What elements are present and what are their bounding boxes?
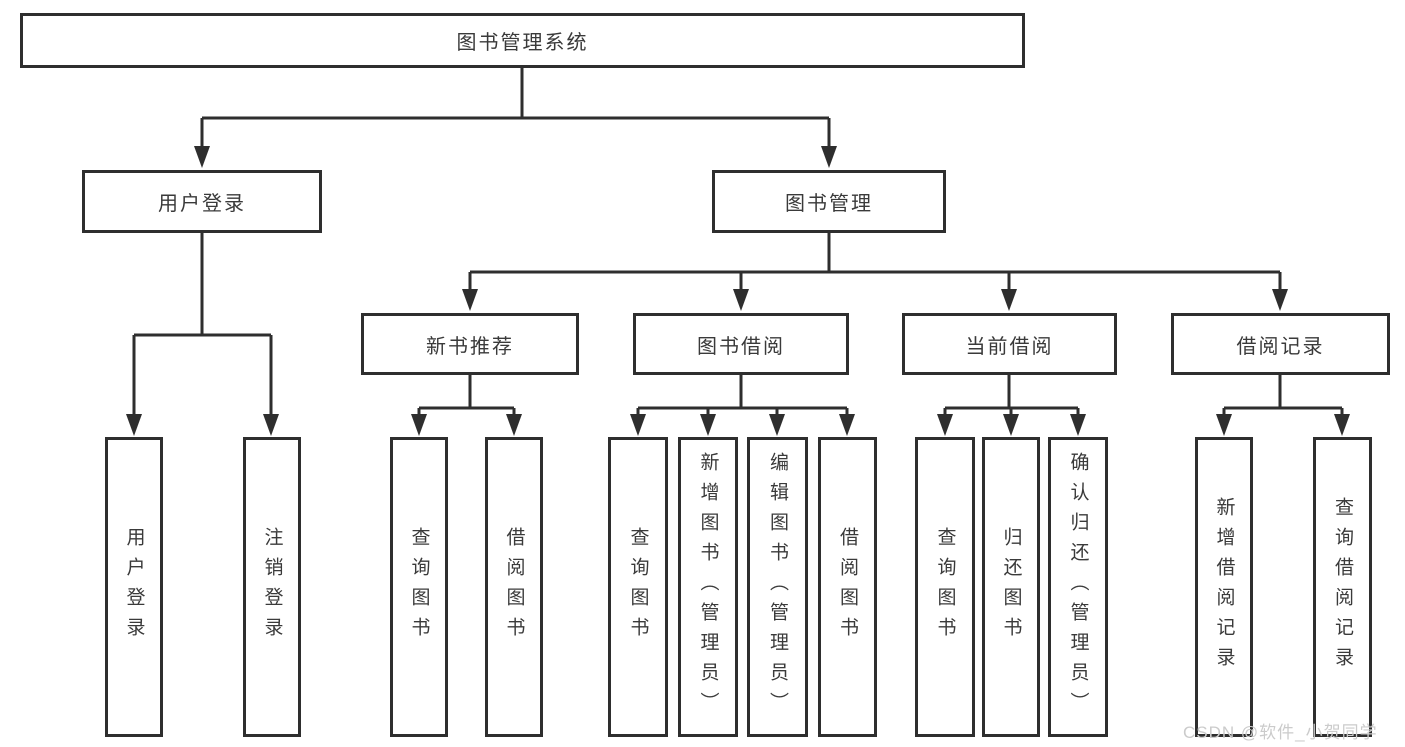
leaf-label: 查询图书 — [408, 527, 430, 647]
node-label: 用户登录 — [158, 193, 246, 215]
node-root-system: 图书管理系统 — [20, 13, 1025, 68]
leaf-query-books-current: 查询图书 — [915, 437, 975, 737]
leaf-label: 借阅图书 — [503, 527, 525, 647]
leaf-logout: 注销登录 — [243, 437, 301, 737]
leaf-query-books-borrowing: 查询图书 — [608, 437, 668, 737]
leaf-query-books-recommend: 查询图书 — [390, 437, 448, 737]
leaf-return-book: 归还图书 — [982, 437, 1040, 737]
csdn-watermark: CSDN @软件_小贺同学 — [1183, 723, 1378, 742]
leaf-label: 用户登录 — [123, 527, 145, 647]
leaf-query-borrow-record: 查询借阅记录 — [1313, 437, 1372, 737]
leaf-add-borrow-record: 新增借阅记录 — [1195, 437, 1253, 737]
arrowheads — [126, 146, 1350, 436]
node-label: 新书推荐 — [426, 335, 514, 358]
leaf-borrow-books-recommend: 借阅图书 — [485, 437, 543, 737]
leaf-label: 编辑图书（管理员） — [767, 452, 788, 722]
leaf-edit-book-admin: 编辑图书（管理员） — [747, 437, 808, 737]
leaf-label: 借阅图书 — [837, 527, 858, 647]
leaf-label: 查询借阅记录 — [1332, 497, 1353, 677]
node-label: 当前借阅 — [965, 335, 1054, 358]
leaf-label: 查询图书 — [934, 527, 956, 647]
leaf-label: 新增图书（管理员） — [697, 452, 719, 722]
leaf-label: 注销登录 — [261, 527, 283, 647]
leaf-label: 确认归还（管理员） — [1067, 452, 1089, 722]
node-new-book-recommend: 新书推荐 — [361, 313, 579, 375]
node-borrowing-records: 借阅记录 — [1171, 313, 1390, 375]
leaf-borrow-books-borrowing: 借阅图书 — [818, 437, 877, 737]
node-root-label: 图书管理系统 — [456, 32, 589, 54]
node-book-borrowing: 图书借阅 — [633, 313, 849, 375]
leaf-confirm-return-admin: 确认归还（管理员） — [1048, 437, 1108, 737]
node-user-login-module: 用户登录 — [82, 170, 322, 233]
node-current-borrowing: 当前借阅 — [902, 313, 1117, 375]
leaf-label: 归还图书 — [1000, 527, 1022, 647]
node-book-management-module: 图书管理 — [712, 170, 946, 233]
leaf-label: 查询图书 — [627, 527, 649, 647]
leaf-label: 新增借阅记录 — [1213, 497, 1235, 677]
node-label: 图书管理 — [785, 193, 873, 215]
node-label: 图书借阅 — [697, 335, 785, 358]
leaf-user-login: 用户登录 — [105, 437, 163, 737]
node-label: 借阅记录 — [1236, 335, 1325, 358]
leaf-add-book-admin: 新增图书（管理员） — [678, 437, 738, 737]
